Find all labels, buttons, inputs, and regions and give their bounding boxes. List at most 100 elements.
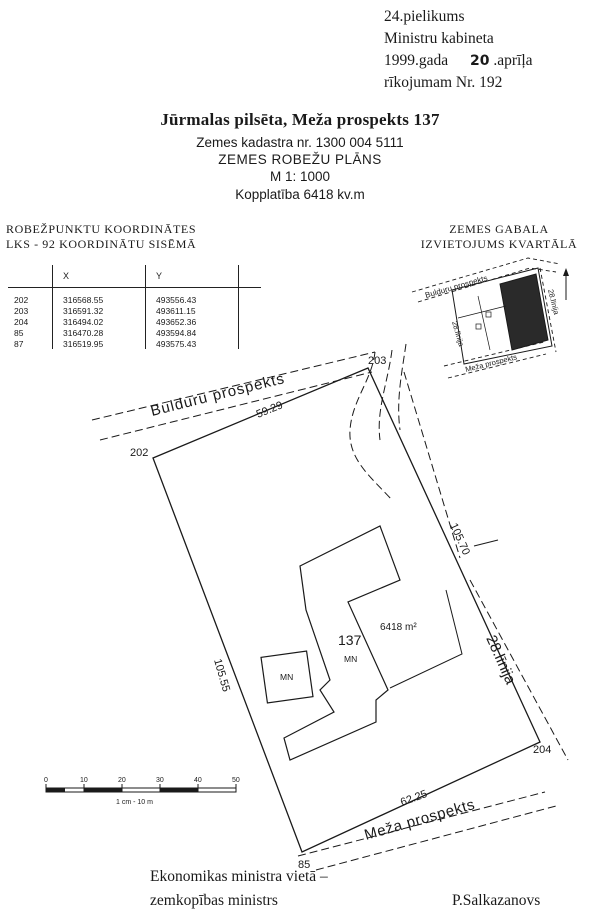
coords-tail	[238, 327, 261, 338]
side-length-right: 105.70	[447, 521, 472, 557]
boundary-point-85: 85	[298, 859, 310, 871]
inset-building	[485, 311, 492, 318]
parcel-area: 6418 m²	[380, 622, 417, 633]
road-curve-far	[398, 343, 407, 431]
scale-tick-label: 20	[118, 777, 126, 784]
table-row: 87 316519.95 493575.43	[8, 338, 261, 349]
road-meza-lower	[297, 791, 546, 857]
annex-date-line: 1999.gada 20 .aprīļa	[384, 50, 594, 72]
annex-order-line: rīkojumam Nr. 192	[384, 72, 594, 94]
coords-header-row: X Y	[8, 265, 261, 288]
coords-x: 316568.55	[52, 287, 146, 305]
inset-road-meza	[447, 353, 547, 379]
table-row: 85 316470.28 493594.84	[8, 327, 261, 338]
coords-y: 493652.36	[145, 316, 239, 327]
inset-building	[475, 323, 482, 330]
north-arrow-head-icon	[563, 268, 569, 276]
plan-streets	[91, 343, 569, 871]
inset-parcel-line	[457, 305, 507, 319]
coords-tail	[238, 287, 261, 305]
road-meza-outer	[315, 805, 557, 871]
annex-order-label: rīkojumam Nr.	[384, 74, 476, 91]
coords-x: 316470.28	[52, 327, 146, 338]
coords-col-x: X	[52, 265, 146, 288]
boundary-point-204: 204	[533, 744, 551, 756]
scale-bar-segment	[46, 788, 65, 792]
road-28-edge	[403, 371, 461, 559]
house-number: 137	[338, 632, 362, 648]
scale-caption: 1 cm - 10 m	[116, 799, 153, 806]
coords-y: 493556.43	[145, 287, 239, 305]
coords-y: 493575.43	[145, 338, 239, 349]
road-curve-outer	[349, 351, 393, 501]
house-mark: MN	[344, 654, 357, 664]
coords-point: 85	[14, 327, 24, 338]
internal-boundary	[389, 589, 463, 689]
location-title-line1: ZEMES GABALA	[449, 222, 549, 236]
total-area: Kopplatība 6418 kv.m	[235, 187, 365, 202]
side-length-left: 105.55	[211, 658, 232, 694]
scale-bar-segment	[160, 788, 198, 792]
scale-tick-label: 50	[232, 777, 240, 784]
shed-outline	[260, 650, 314, 704]
coords-col-y: Y	[145, 265, 239, 288]
street-label-meza: Meža prospekts	[362, 796, 477, 844]
side-length-bottom: 62.25	[399, 788, 429, 809]
annex-day: 20	[470, 53, 490, 69]
coords-col-point	[8, 265, 53, 288]
plan-scale: M 1: 1000	[269, 169, 331, 184]
coords-y: 493611.15	[145, 305, 239, 316]
road-28-tick	[473, 539, 499, 547]
house-outline	[283, 525, 401, 761]
inset-road-bulduru	[411, 257, 561, 293]
inset-quarter	[451, 267, 553, 365]
coords-tail	[238, 338, 261, 349]
inset-plot-hatched	[499, 273, 549, 351]
road-28-edge-lower	[469, 579, 569, 761]
scale-bar	[45, 784, 237, 793]
coords-col-tail	[238, 265, 261, 288]
inset-road-28	[539, 267, 557, 353]
annex-line1: 24.pielikums	[384, 8, 465, 25]
cadastre-number: Zemes kadastra nr. 1300 004 5111	[196, 135, 404, 150]
boundary-point-202: 202	[130, 447, 148, 459]
table-row: 204 316494.02 493652.36	[8, 316, 261, 327]
plan-title: ZEMES ROBEŽU PLĀNS	[218, 152, 382, 167]
coords-x: 316519.95	[52, 338, 146, 349]
inset-road-bulduru-edge	[417, 267, 557, 303]
scale-tick-label: 0	[44, 777, 48, 784]
footer-signer: P.Salkazanovs	[452, 892, 541, 909]
coords-title-line1: ROBEŽPUNKTU KOORDINĀTES	[6, 222, 197, 236]
side-length-top: 59.29	[255, 399, 285, 420]
coords-tail	[238, 305, 261, 316]
location-title: ZEMES GABALA IZVIETOJUMS KVARTĀLĀ	[404, 222, 594, 252]
inset-parcel-line	[477, 295, 491, 351]
coords-y: 493594.84	[145, 327, 239, 338]
coords-point: 204	[14, 316, 29, 327]
coords-x: 316591.32	[52, 305, 146, 316]
inset-label-bulduru: Bulduru prospekts	[424, 273, 488, 299]
coords-tail	[238, 316, 261, 327]
coords-x: 316494.02	[52, 316, 146, 327]
annex-year: 1999.gada	[384, 52, 449, 69]
scale-tick-label: 30	[156, 777, 164, 784]
table-row: 202 316568.55 493556.43	[8, 287, 261, 305]
coords-title-line2: LKS - 92 KOORDINĀTU SISĒMĀ	[6, 237, 197, 251]
scale-bar-frame	[45, 787, 237, 793]
annex-order-no: 192	[479, 74, 503, 91]
road-bulduru-upper	[91, 351, 376, 421]
annex-block: 24.pielikums Ministru kabineta 1999.gada…	[384, 6, 594, 94]
coords-point: 203	[14, 305, 29, 316]
annex-line2: Ministru kabineta	[384, 30, 494, 47]
parcel-boundary	[152, 367, 541, 853]
footer-line2: zemkopības ministrs	[150, 892, 278, 909]
coords-point: 202	[14, 294, 29, 305]
location-map	[411, 257, 569, 379]
coords-title: ROBEŽPUNKTU KOORDINĀTES LKS - 92 KOORDIN…	[6, 222, 196, 252]
coords-point: 87	[14, 338, 24, 349]
scale-bar-segment	[84, 788, 122, 792]
road-bulduru-lower	[99, 371, 373, 441]
page-title: Jūrmalas pilsēta, Meža prospekts 137	[160, 110, 440, 129]
scale-tick-label: 10	[80, 777, 88, 784]
